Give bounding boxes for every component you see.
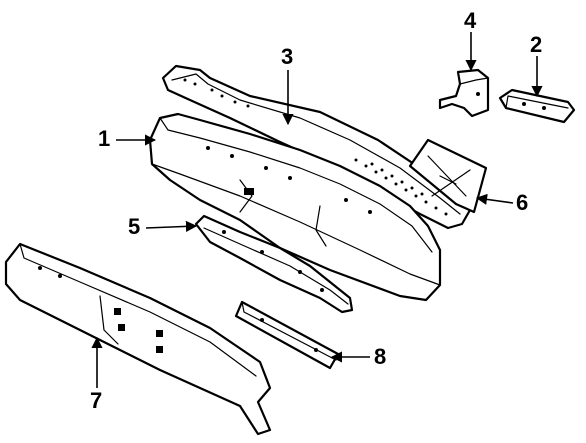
step-pad-texture — [183, 78, 448, 216]
svg-text:3: 3 — [281, 44, 293, 69]
part-7-valance — [4, 242, 272, 436]
callout-6: 6 — [475, 190, 528, 215]
svg-text:1: 1 — [98, 126, 110, 151]
callout-3: 3 — [281, 44, 294, 126]
part-2-reinforcement — [498, 88, 576, 124]
part-6-license-bracket — [408, 138, 488, 214]
svg-text:5: 5 — [128, 214, 140, 239]
callout-7: 7 — [90, 336, 103, 413]
svg-text:8: 8 — [374, 344, 386, 369]
part-3-step-pad — [161, 64, 472, 230]
callout-4: 4 — [464, 8, 477, 72]
callout-5: 5 — [128, 214, 198, 239]
svg-text:6: 6 — [516, 190, 528, 215]
svg-text:2: 2 — [530, 32, 542, 57]
callout-8: 8 — [330, 344, 386, 369]
part-5-bracket — [194, 214, 354, 314]
callout-1: 1 — [98, 126, 157, 151]
svg-text:4: 4 — [464, 8, 477, 33]
part-1-rear-bumper — [148, 112, 442, 302]
part-4-bracket — [438, 68, 490, 118]
callout-2: 2 — [530, 32, 543, 98]
svg-text:7: 7 — [90, 388, 102, 413]
